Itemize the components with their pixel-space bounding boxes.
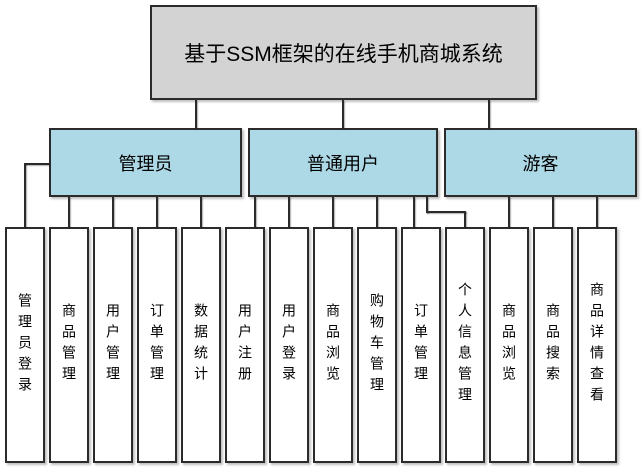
connector-user-cart-management: [376, 197, 378, 227]
connector-root-guest: [488, 100, 490, 128]
leaf-product-browsing-guest-label: 商品浏览: [501, 303, 517, 387]
connector-admin-login-vertical: [24, 163, 26, 227]
leaf-shopping-cart-management: 购物车管理: [357, 227, 397, 463]
leaf-data-statistics: 数据统计: [181, 227, 221, 463]
connector-user-personal-info-vertical-2: [464, 211, 466, 227]
connector-user-product-browsing: [332, 197, 334, 227]
connector-user-order-management: [413, 197, 415, 227]
leaf-user-login: 用户登录: [269, 227, 309, 463]
connector-admin-login-horizontal: [24, 163, 49, 165]
leaf-order-management-user-label: 订单管理: [413, 303, 429, 387]
connector-user-registration: [254, 197, 256, 227]
connector-user-personal-info-vertical-1: [426, 197, 428, 213]
connector-root-regular-user: [342, 100, 344, 128]
leaf-personal-info-management: 个人信息管理: [445, 227, 485, 463]
connector-root-admin: [195, 100, 197, 128]
leaf-user-management: 用户管理: [93, 227, 133, 463]
branch-guest: 游客: [444, 128, 637, 197]
connector-admin-order-management: [156, 197, 158, 227]
leaf-personal-info-management-label: 个人信息管理: [457, 282, 473, 408]
leaf-admin-login-label: 管理员登录: [17, 292, 33, 398]
connector-guest-product-detail-view: [596, 197, 598, 227]
branch-guest-label: 游客: [522, 153, 559, 174]
connector-admin-data-statistics: [200, 197, 202, 227]
leaf-product-search-label: 商品搜索: [545, 303, 561, 387]
leaf-shopping-cart-management-label: 购物车管理: [369, 292, 385, 398]
leaf-user-registration-label: 用户注册: [237, 303, 253, 387]
root-node-label: 基于SSM框架的在线手机商城系统: [184, 42, 503, 66]
connector-user-personal-info-horizontal: [426, 211, 466, 213]
connector-guest-product-browsing: [508, 197, 510, 227]
leaf-data-statistics-label: 数据统计: [193, 303, 209, 387]
leaf-product-browsing-label: 商品浏览: [325, 303, 341, 387]
leaf-product-detail-view: 商品详情查看: [577, 227, 617, 463]
branch-regular-user-label: 普通用户: [307, 153, 379, 174]
leaf-product-search: 商品搜索: [533, 227, 573, 463]
leaf-user-login-label: 用户登录: [281, 303, 297, 387]
branch-admin: 管理员: [49, 128, 242, 197]
leaf-product-browsing: 商品浏览: [313, 227, 353, 463]
leaf-product-detail-view-label: 商品详情查看: [589, 282, 605, 408]
connector-admin-product-management: [68, 197, 70, 227]
leaf-user-management-label: 用户管理: [105, 303, 121, 387]
leaf-product-management: 商品管理: [49, 227, 89, 463]
leaf-product-management-label: 商品管理: [61, 303, 77, 387]
leaf-order-management: 订单管理: [137, 227, 177, 463]
branch-admin-label: 管理员: [118, 153, 173, 174]
connector-admin-user-management: [112, 197, 114, 227]
branch-regular-user: 普通用户: [248, 128, 438, 197]
connector-guest-product-search: [552, 197, 554, 227]
connector-user-login: [288, 197, 290, 227]
leaf-order-management-label: 订单管理: [149, 303, 165, 387]
leaf-product-browsing-guest: 商品浏览: [489, 227, 529, 463]
leaf-admin-login: 管理员登录: [5, 227, 45, 463]
root-node: 基于SSM框架的在线手机商城系统: [150, 5, 537, 100]
leaf-user-registration: 用户注册: [225, 227, 265, 463]
leaf-order-management-user: 订单管理: [401, 227, 441, 463]
